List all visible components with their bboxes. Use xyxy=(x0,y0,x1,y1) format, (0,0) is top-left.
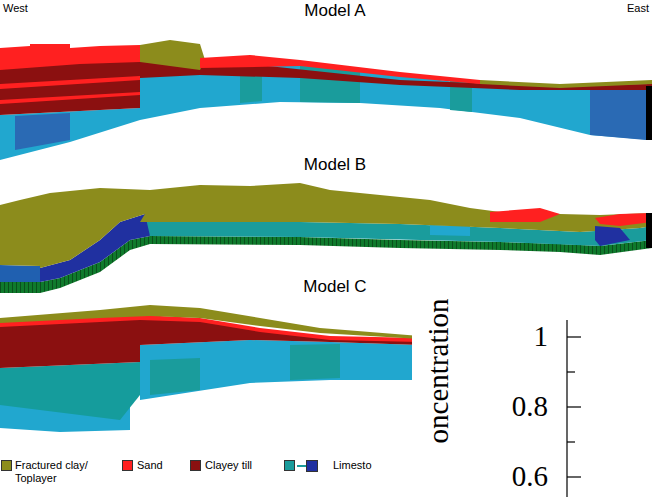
legend-swatch xyxy=(284,460,295,471)
legend-swatch xyxy=(122,460,133,471)
legend-text: Limesto xyxy=(333,459,403,472)
legend-text: Clayey till xyxy=(205,459,275,472)
legend-swatch xyxy=(1,460,12,471)
model-title: Model A xyxy=(304,2,365,21)
tick-label: 0.6 xyxy=(512,461,548,493)
model-title: Model C xyxy=(303,278,366,297)
model-title: Model B xyxy=(304,156,366,175)
model-a-section xyxy=(0,40,652,160)
axis-title: oncentration xyxy=(422,298,454,443)
tick-label: 1 xyxy=(534,321,549,353)
legend-text: Fractured clay/ Toplayer xyxy=(15,459,110,484)
legend-extra-samples xyxy=(297,461,318,472)
legend-text: Sand xyxy=(137,459,177,472)
direction-label: West xyxy=(3,2,28,14)
model-c-section xyxy=(0,305,420,432)
tick-label: 0.8 xyxy=(512,391,548,423)
concentration-inset xyxy=(412,296,652,497)
model-b-section xyxy=(0,183,652,293)
legend-swatch xyxy=(190,460,201,471)
direction-label: East xyxy=(627,2,649,14)
